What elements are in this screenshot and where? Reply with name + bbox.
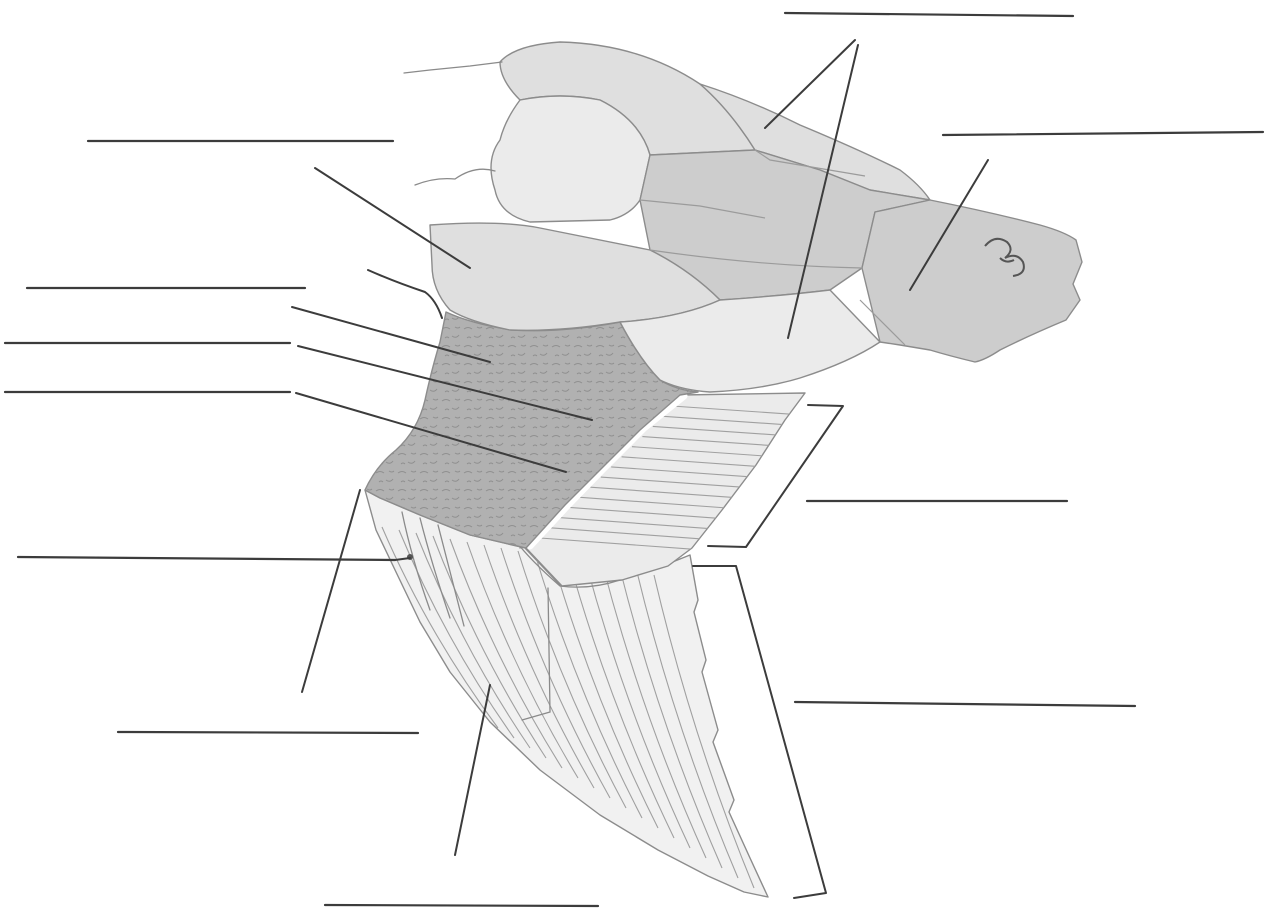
leader-line (315, 168, 470, 268)
label-slot (785, 13, 1073, 16)
label-slot (943, 132, 1263, 135)
label-slot (325, 905, 598, 906)
leader-line (455, 685, 490, 855)
label-blank-line (18, 557, 395, 560)
label-blank-line (785, 13, 1073, 16)
label-blank-line (943, 132, 1263, 135)
leader-line (302, 490, 360, 692)
label-slot (18, 557, 395, 560)
leading-edge-line (368, 270, 442, 318)
label-blank-line (795, 702, 1135, 706)
left-sketch-line (415, 169, 495, 185)
label-slot (795, 702, 1135, 706)
wing-hand-region (862, 200, 1082, 362)
label-slot (118, 732, 418, 733)
top-sketch-line (404, 62, 502, 73)
label-blank-line (325, 905, 598, 906)
label-blank-line (118, 732, 418, 733)
